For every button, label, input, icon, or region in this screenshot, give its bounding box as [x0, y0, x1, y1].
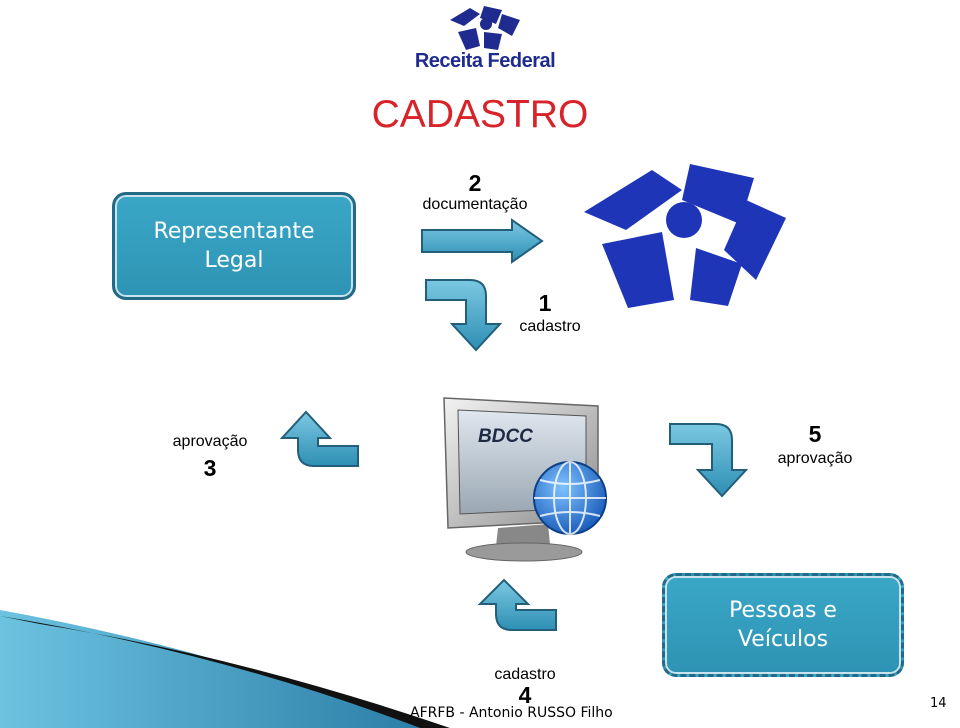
step-1-number: 1 [538, 290, 552, 316]
step-2-label: documentação [422, 196, 528, 213]
step-3-number: 3 [203, 455, 217, 481]
step-4-label: cadastro [494, 666, 556, 683]
representante-legal-box: Representante Legal [112, 192, 356, 300]
step-3-label: aprovação [172, 433, 248, 450]
step-4-number: 4 [518, 682, 532, 708]
right-arrow-icon [421, 218, 544, 264]
step-1-label: cadastro [519, 318, 581, 335]
pessoas-veiculos-box: Pessoas e Veículos [662, 573, 904, 677]
representante-legal-label: Representante Legal [153, 219, 315, 273]
curved-down-arrow-icon [425, 279, 503, 352]
receita-federal-emblem-icon [584, 164, 786, 308]
curved-up-left-arrow-icon [279, 410, 359, 467]
curved-down-arrow-icon [669, 423, 749, 498]
step-5-label: aprovação [777, 450, 853, 467]
page-number: 14 [930, 696, 947, 711]
pessoas-veiculos-label: Pessoas e Veículos [729, 598, 837, 652]
page-title: CADASTRO [371, 93, 589, 136]
logo-wordmark: Receita Federal [414, 50, 556, 72]
step-2-number: 2 [468, 170, 482, 196]
curved-up-arrow-icon [477, 578, 557, 631]
globe-icon [533, 461, 607, 535]
footer-author: AFRFB - Antonio RUSSO Filho [410, 705, 613, 721]
monitor-label: BDCC [478, 426, 533, 447]
decorative-swoosh [0, 610, 450, 728]
receita-federal-logo-icon [450, 6, 520, 50]
step-5-number: 5 [808, 421, 822, 447]
